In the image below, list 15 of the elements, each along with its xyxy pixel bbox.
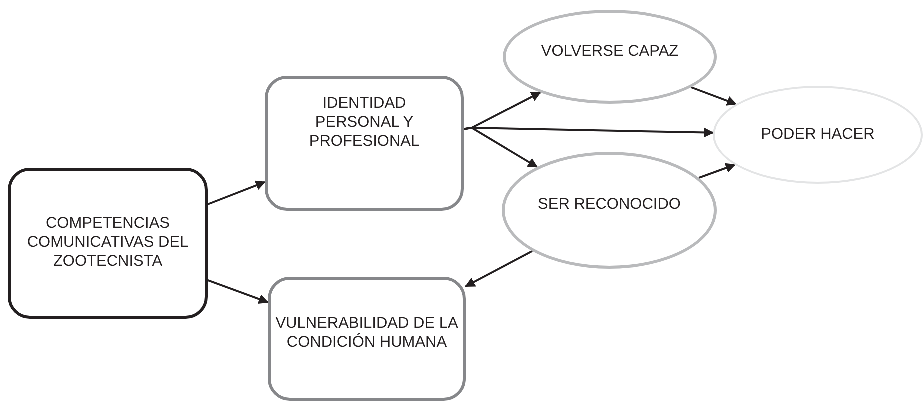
arrow	[465, 250, 533, 288]
process-box	[268, 277, 466, 401]
arrow	[464, 126, 538, 168]
arrow	[698, 163, 736, 180]
process-box	[8, 168, 208, 319]
node-label: VOLVERSE CAPAZ	[541, 42, 679, 62]
node-label: PODER HACER	[761, 126, 875, 144]
node-label: COMPETENCIAS COMUNICATIVAS DEL ZOOTECNISTA	[26, 215, 190, 272]
arrow	[691, 86, 738, 106]
arrow	[208, 279, 269, 304]
process-box	[265, 76, 464, 211]
node-label: SER RECONOCIDO	[538, 196, 681, 215]
node-label: IDENTIDAD PERSONAL Y PROFESIONAL	[308, 95, 421, 152]
node-label: VULNERABILIDAD DE LA CONDICIÓN HUMANA	[274, 315, 460, 353]
arrow	[208, 180, 266, 206]
